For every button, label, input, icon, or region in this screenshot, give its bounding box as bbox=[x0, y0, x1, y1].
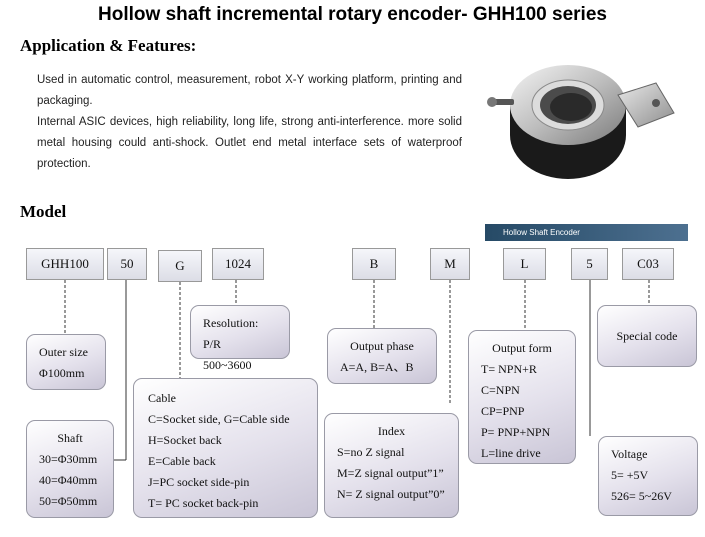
feature-paragraph-application: Used in automatic control, measurement, … bbox=[37, 74, 462, 107]
encoder-product-image bbox=[487, 65, 675, 179]
outer-size-value: Φ100mm bbox=[39, 366, 85, 380]
shaft-option-40: 40=Φ40mm bbox=[39, 473, 98, 487]
shaft-box: Shaft 30=Φ30mm 40=Φ40mm 50=Φ50mm bbox=[26, 420, 114, 518]
resolution-title: Resolution: P/R bbox=[203, 316, 259, 351]
hollow-shaft-encoder-banner: Hollow Shaft Encoder bbox=[485, 224, 688, 241]
shaft-option-30: 30=Φ30mm bbox=[39, 452, 98, 466]
index-option-m: M=Z signal output”1” bbox=[337, 466, 444, 480]
cable-option-t: T= PC socket back-pin bbox=[148, 496, 259, 510]
shaft-option-50: 50=Φ50mm bbox=[39, 494, 98, 508]
code-index-m: M bbox=[430, 248, 470, 280]
output-form-title: Output form bbox=[492, 341, 552, 355]
cable-box: Cable C=Socket side, G=Cable side H=Sock… bbox=[133, 378, 318, 518]
page-title: Hollow shaft incremental rotary encoder-… bbox=[98, 4, 607, 25]
code-shaft-50: 50 bbox=[107, 248, 147, 280]
model-heading: Model bbox=[20, 202, 67, 221]
voltage-option-526: 526= 5~26V bbox=[611, 489, 672, 503]
voltage-box: Voltage 5= +5V 526= 5~26V bbox=[598, 436, 698, 516]
index-option-n: N= Z signal output”0” bbox=[337, 487, 445, 501]
code-cable-g: G bbox=[158, 250, 202, 282]
index-option-s: S=no Z signal bbox=[337, 445, 405, 459]
special-code-title: Special code bbox=[616, 328, 678, 343]
output-form-option-l: L=line drive bbox=[481, 446, 541, 460]
output-form-option-p: P= PNP+NPN bbox=[481, 425, 551, 439]
voltage-title: Voltage bbox=[611, 447, 648, 461]
output-form-box: Output form T= NPN+R C=NPN CP=PNP P= PNP… bbox=[468, 330, 576, 464]
output-phase-title: Output phase bbox=[350, 339, 414, 353]
output-phase-options: A=A, B=A、B bbox=[340, 360, 414, 374]
features-text: Used in automatic control, measurement, … bbox=[37, 70, 462, 175]
feature-paragraph-reliability: Internal ASIC devices, high reliability,… bbox=[37, 116, 462, 170]
outer-size-box: Outer size Φ100mm bbox=[26, 334, 106, 390]
code-resolution-1024: 1024 bbox=[212, 248, 264, 280]
index-box: Index S=no Z signal M=Z signal output”1”… bbox=[324, 413, 459, 518]
features-heading: Application & Features: bbox=[20, 36, 197, 55]
output-form-option-t: T= NPN+R bbox=[481, 362, 537, 376]
output-form-option-cp: CP=PNP bbox=[481, 404, 525, 418]
special-code-box: Special code bbox=[597, 305, 697, 367]
cable-option-j: J=PC socket side-pin bbox=[148, 475, 250, 489]
resolution-box: Resolution: P/R 500~3600 bbox=[190, 305, 290, 372]
output-form-option-c: C=NPN bbox=[481, 383, 520, 397]
voltage-option-5: 5= +5V bbox=[611, 468, 649, 482]
index-title: Index bbox=[377, 424, 406, 438]
output-phase-box: Output phase A=A, B=A、B bbox=[327, 328, 437, 384]
code-ghh100: GHH100 bbox=[26, 248, 104, 280]
resolution-range: 500~3600 bbox=[203, 358, 252, 372]
cable-option-h: H=Socket back bbox=[148, 433, 222, 447]
code-output-form-l: L bbox=[503, 248, 546, 280]
shaft-title: Shaft bbox=[57, 431, 83, 445]
cable-title: Cable bbox=[148, 391, 176, 405]
outer-size-title: Outer size bbox=[39, 345, 88, 359]
cable-option-c-g: C=Socket side, G=Cable side bbox=[148, 412, 290, 426]
code-voltage-5: 5 bbox=[571, 248, 608, 280]
code-output-phase-b: B bbox=[352, 248, 396, 280]
code-special-c03: C03 bbox=[622, 248, 674, 280]
cable-option-e: E=Cable back bbox=[148, 454, 216, 468]
